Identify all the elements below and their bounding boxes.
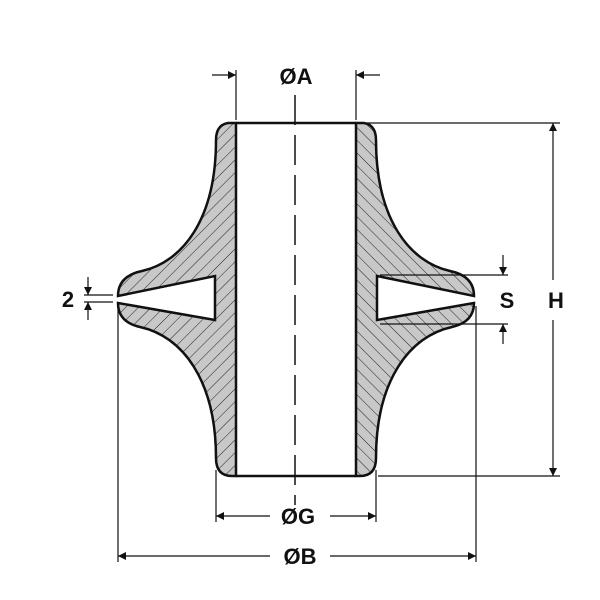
dimension-lines [84, 70, 560, 562]
label-outer-diameter: ØB [284, 544, 317, 569]
label-gap: 2 [62, 287, 74, 312]
left-section [116, 121, 238, 478]
label-body-diameter: ØG [281, 504, 315, 529]
label-slot: S [500, 288, 515, 313]
label-height: H [548, 288, 564, 313]
right-section [354, 121, 476, 478]
label-bore-diameter: ØA [280, 64, 313, 89]
